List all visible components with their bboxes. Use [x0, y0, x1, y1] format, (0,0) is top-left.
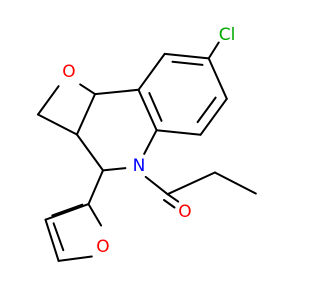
bond	[207, 57, 228, 100]
bond	[213, 171, 257, 195]
bond	[44, 218, 60, 262]
molecule-diagram: Cl O N O O	[37, 25, 257, 262]
bond-double-inner	[148, 92, 163, 122]
bond	[37, 85, 60, 116]
bond	[143, 129, 158, 155]
bond	[137, 88, 158, 132]
bond-double-inner	[52, 222, 65, 252]
bond	[163, 52, 210, 60]
oxygen-ring-label: O	[62, 62, 75, 82]
bond	[75, 93, 96, 136]
bonds	[37, 41, 257, 262]
bond	[163, 199, 176, 209]
bond	[102, 167, 127, 172]
bond	[166, 171, 216, 196]
bond	[199, 97, 228, 136]
bond	[75, 133, 104, 172]
nitrogen-label: N	[133, 156, 146, 176]
bond-double-inner	[51, 203, 84, 217]
bond	[166, 193, 180, 203]
chlorine-label: Cl	[219, 25, 236, 45]
oxygen-furan-label: O	[96, 237, 109, 257]
oxygen-carbonyl-label: O	[178, 202, 191, 222]
bond	[87, 169, 104, 206]
bond	[87, 203, 103, 227]
bond	[155, 129, 202, 136]
bond	[94, 88, 140, 96]
bond	[37, 113, 78, 136]
bond	[144, 175, 169, 196]
bond	[44, 203, 90, 221]
bond-double-inner	[171, 60, 204, 66]
bond	[137, 52, 166, 91]
atom-labels: Cl O N O O	[62, 25, 235, 257]
bond	[57, 255, 93, 262]
bond	[79, 83, 96, 96]
bond	[207, 41, 220, 60]
bond-double-inner	[196, 96, 217, 124]
